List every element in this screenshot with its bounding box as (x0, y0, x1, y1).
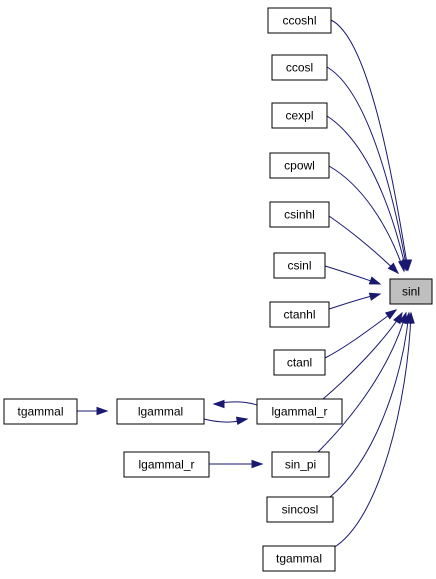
edge-line (330, 19, 409, 271)
node-box (267, 7, 332, 34)
edge-csinhl-to-sinl (328, 215, 400, 275)
node-box (269, 301, 330, 328)
arrowhead-icon (368, 292, 382, 301)
node-lgammal-r[interactable]: lgammal_r (256, 398, 343, 425)
node-cexpl[interactable]: cexpl (271, 102, 328, 129)
node-label: lgammal (138, 405, 183, 419)
edges-layer (76, 19, 415, 549)
edge-lgammal_r_left-to-sin_pi (208, 459, 264, 469)
edge-lgammal-to-lgammal_r (203, 416, 249, 425)
node-ccoshl[interactable]: ccoshl (267, 7, 332, 34)
node-label: tgammal (17, 405, 63, 419)
node-label: sin_pi (285, 458, 316, 472)
edge-line (317, 312, 407, 453)
node-label: csinl (287, 259, 311, 273)
node-sin-pi[interactable]: sin_pi (271, 451, 330, 478)
node-label: cexpl (285, 109, 313, 123)
node-tgammal[interactable]: tgammal (262, 545, 336, 572)
arrowhead-icon (384, 309, 398, 320)
node-csinhl[interactable]: csinhl (269, 201, 330, 228)
node-label: tgammal (276, 552, 322, 566)
node-lgammal-r-left[interactable]: lgammal_r (123, 451, 210, 478)
arrowhead-icon (251, 459, 264, 469)
node-box (256, 398, 343, 425)
edge-line (322, 312, 403, 400)
node-box (262, 545, 336, 572)
arrowhead-icon (368, 276, 382, 285)
node-box (3, 398, 78, 425)
edge-line (329, 312, 410, 498)
node-label: ctanl (287, 356, 312, 370)
node-label: csinhl (284, 208, 315, 222)
edge-tgammal-to-sinl (332, 311, 415, 549)
arrowhead-icon (212, 399, 225, 409)
node-sincosl[interactable]: sincosl (266, 496, 334, 523)
arrowhead-icon (398, 259, 407, 273)
node-box (273, 349, 326, 376)
arrowhead-icon (96, 406, 109, 416)
node-label: lgammal_r (271, 405, 327, 419)
node-label: sincosl (282, 503, 319, 517)
edge-ctanhl-to-sinl (328, 292, 382, 310)
arrowhead-icon (235, 416, 249, 425)
node-box (269, 152, 330, 179)
node-box (269, 201, 330, 228)
arrowhead-icon (387, 262, 400, 275)
edge-line (326, 115, 407, 271)
arrowhead-icon (406, 311, 415, 324)
nodes-layer: sinl ccoshl ccosl cexpl cpowl csinhl csinl ctan… (3, 7, 433, 572)
edge-line (326, 66, 408, 271)
node-box (116, 398, 205, 425)
node-box (389, 278, 433, 305)
node-label: ctanhl (283, 308, 315, 322)
edge-csinl-to-sinl (324, 265, 382, 285)
edge-line (328, 165, 405, 272)
edge-line (328, 215, 399, 274)
node-box (271, 102, 328, 129)
node-label: ccosl (286, 61, 313, 75)
edge-cpowl-to-sinl (328, 165, 407, 273)
edge-lgammal_r-to-lgammal (212, 399, 258, 409)
node-box (273, 252, 326, 279)
node-label: cpowl (284, 159, 315, 173)
node-label: sinl (402, 285, 420, 299)
edge-tgammal_left-to-lgammal (76, 406, 109, 416)
node-csinl[interactable]: csinl (273, 252, 326, 279)
node-box (123, 451, 210, 478)
node-lgammal[interactable]: lgammal (116, 398, 205, 425)
node-label: lgammal_r (138, 458, 194, 472)
edge-ctanl-to-sinl (324, 309, 398, 359)
node-ccosl[interactable]: ccosl (271, 54, 328, 81)
node-cpowl[interactable]: cpowl (269, 152, 330, 179)
edge-line (324, 309, 397, 359)
edge-line (332, 312, 412, 549)
node-ctanhl[interactable]: ctanhl (269, 301, 330, 328)
node-box (271, 54, 328, 81)
node-label: ccoshl (282, 14, 316, 28)
node-box (271, 451, 330, 478)
edge-lgammal_r-to-sinl (322, 311, 403, 400)
node-tgammal-left[interactable]: tgammal (3, 398, 78, 425)
node-sinl[interactable]: sinl (389, 278, 433, 305)
node-ctanl[interactable]: ctanl (273, 349, 326, 376)
node-box (266, 496, 334, 523)
